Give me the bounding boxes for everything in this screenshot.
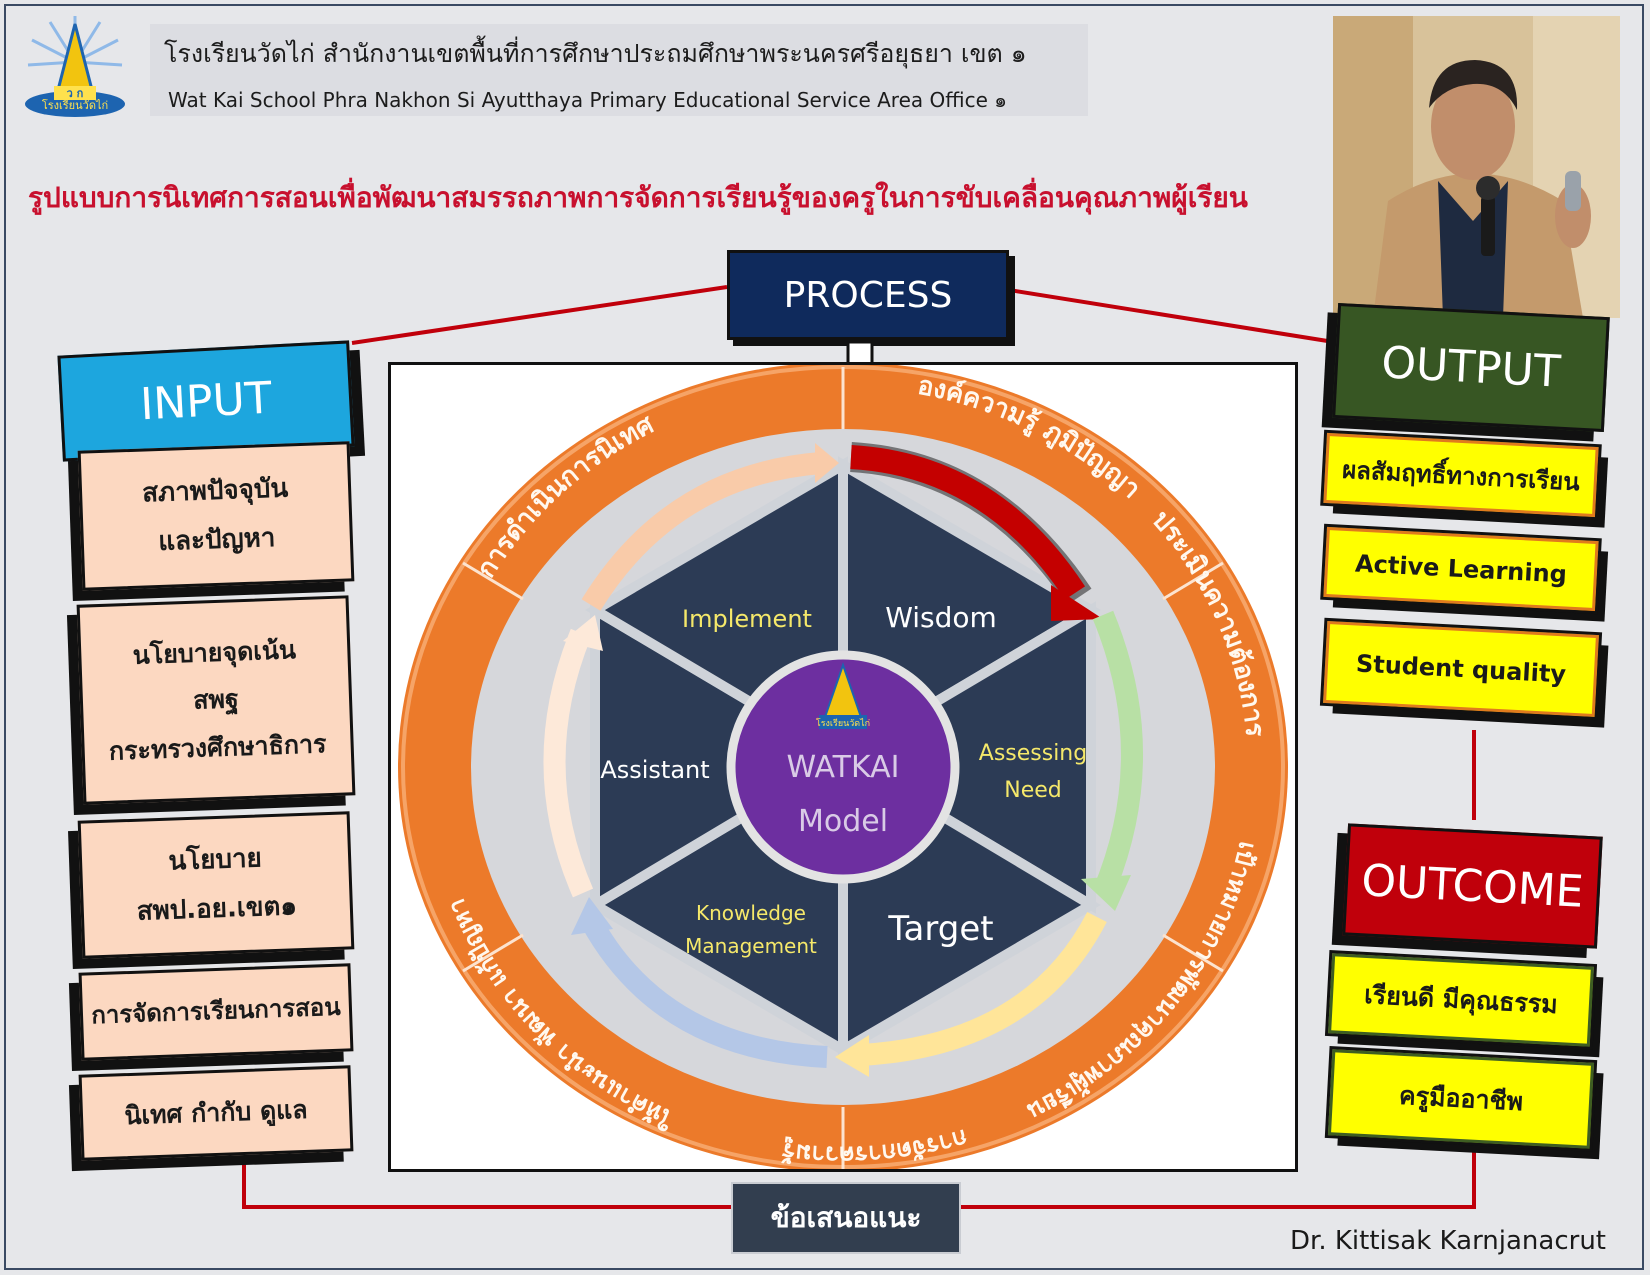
author-credit: Dr. Kittisak Karnjanacrut <box>1290 1226 1606 1256</box>
output-header: OUTPUT <box>1332 302 1610 433</box>
svg-text:โรงเรียนวัดไก่: โรงเรียนวัดไก่ <box>816 718 870 729</box>
watkai-model-wheel: องค์ความรู้ ภูมิปัญญา ประเมินความต้องการ… <box>398 362 1288 1172</box>
logo-initials: ว ก <box>67 87 84 100</box>
school-logo: โรงเรียนวัดไก่ ว ก <box>25 16 125 117</box>
line-input-recommendation <box>242 1162 731 1209</box>
output-item-student-quality: Student quality <box>1319 617 1603 721</box>
arrow-implement <box>581 452 822 611</box>
segment-label-assessing-1: Assessing <box>979 741 1087 766</box>
output-item-active-learning: Active Learning <box>1320 523 1602 615</box>
input-label: INPUT <box>138 372 273 430</box>
input-item-area-policy: นโยบายสพป.อย.เขต๑ <box>77 811 355 959</box>
segment-label-assessing-2: Need <box>1004 778 1062 803</box>
recommendation-box: ข้อเสนอแนะ <box>731 1182 961 1254</box>
segment-label-knowledge-1: Knowledge <box>696 901 806 925</box>
recommendation-label: ข้อเสนอแนะ <box>770 1201 922 1234</box>
arrow-knowledge <box>581 915 828 1068</box>
center-label-1: WATKAI <box>786 750 899 785</box>
center-logo: โรงเรียนวัดไก่ <box>816 661 870 729</box>
segment-label-assistant: Assistant <box>600 756 709 784</box>
output-label: OUTPUT <box>1380 337 1562 398</box>
line-outcome-recommendation <box>961 1150 1476 1209</box>
page-title: รูปแบบการนิเทศการสอนเพื่อพัฒนาสมรรถภาพกา… <box>28 181 1248 214</box>
speaker-photo <box>1333 16 1620 318</box>
segment-label-target: Target <box>887 909 993 949</box>
outcome-item-professional-teacher: ครูมืออาชีพ <box>1324 1045 1598 1153</box>
line-process-output <box>1008 288 1341 345</box>
watkai-model-diagram: องค์ความรู้ ภูมิปัญญา ประเมินความต้องการ… <box>388 362 1298 1172</box>
page-frame <box>4 4 1644 1270</box>
input-item-current-state: สภาพปัจจุบันและปัญหา <box>77 441 355 591</box>
school-name-thai: โรงเรียนวัดไก่ สำนักงานเขตพื้นที่การศึกษ… <box>164 39 1027 68</box>
process-label: PROCESS <box>783 274 953 316</box>
process-header: PROCESS <box>727 250 1009 340</box>
arrow-target <box>860 911 1107 1066</box>
arrow-wisdom <box>850 445 1086 600</box>
logo-text: โรงเรียนวัดไก่ <box>42 98 108 112</box>
output-item-achievement: ผลสัมฤทธิ์ทางการเรียน <box>1320 429 1602 521</box>
input-item-teaching: การจัดการเรียนการสอน <box>78 963 354 1061</box>
center-label-2: Model <box>798 804 888 839</box>
outcome-item-good-study: เรียนดี มีคุณธรรม <box>1325 949 1597 1051</box>
center-hub <box>726 650 960 884</box>
arrow-assessing <box>1092 610 1143 898</box>
input-item-supervision: นิเทศ กำกับ ดูแล <box>78 1065 354 1161</box>
segment-label-wisdom: Wisdom <box>885 601 997 634</box>
school-name-english: Wat Kai School Phra Nakhon Si Ayutthaya … <box>168 88 1007 112</box>
segment-label-knowledge-2: Management <box>685 934 817 958</box>
segment-label-implement: Implement <box>682 605 812 633</box>
header-banner: โรงเรียนวัดไก่ สำนักงานเขตพื้นที่การศึกษ… <box>150 24 1088 116</box>
outcome-header: OUTCOME <box>1342 823 1603 949</box>
input-item-obec-policy: นโยบายจุดเน้นสพฐกระทรวงศึกษาธิการ <box>76 595 356 805</box>
arrow-assistant <box>543 628 594 898</box>
outcome-label: OUTCOME <box>1360 854 1585 918</box>
line-input-process <box>351 285 728 345</box>
